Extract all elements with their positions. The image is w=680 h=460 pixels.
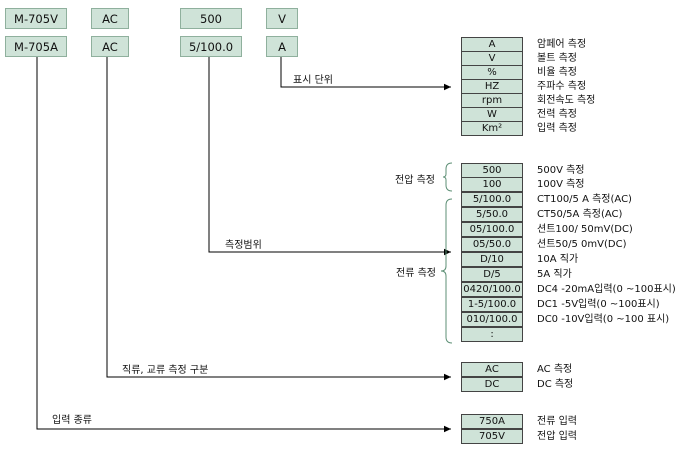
- range-desc: DC1 -5V입력(0 ~100표시): [537, 299, 660, 310]
- unit-cell: A: [461, 37, 523, 52]
- range-box-row2: 5/100.0: [180, 36, 242, 57]
- range-cell: 05/50.0: [461, 237, 523, 252]
- model-v-text: M-705V: [14, 11, 58, 26]
- arrow-input-type: [36, 57, 451, 433]
- unit-desc: 입력 측정: [537, 123, 577, 134]
- range-cell: 0420/100.0: [461, 282, 523, 297]
- acdc-cell: AC: [461, 362, 523, 377]
- label-input-type: 입력 종류: [52, 415, 92, 426]
- unit-box-row2: A: [266, 36, 298, 57]
- model-v-box: M-705V: [5, 8, 67, 29]
- arrow-dc-ac: [106, 57, 451, 381]
- unit-box-row1: V: [266, 8, 298, 29]
- unit-cell: HZ: [461, 79, 523, 94]
- range-cell: 500: [461, 163, 523, 178]
- range-cell: 5/50.0: [461, 207, 523, 222]
- label-current-group: 전류 측정: [396, 268, 436, 279]
- label-dc-ac: 직류, 교류 측정 구분: [122, 365, 209, 376]
- range-desc: 5A 직가: [537, 269, 572, 280]
- range-desc: DC4 -20mA입력(0 ~100표시): [537, 284, 676, 295]
- range-desc: 션트100/ 50mV(DC): [537, 224, 633, 235]
- label-voltage-group: 전압 측정: [395, 175, 435, 186]
- unit-text-row1: V: [278, 11, 286, 26]
- acdc-text-row2: AC: [102, 39, 118, 54]
- input-cell: 705V: [461, 429, 523, 444]
- unit-cell: %: [461, 65, 523, 80]
- input-desc: 전류 입력: [537, 416, 577, 427]
- acdc-desc: AC 측정: [537, 364, 573, 375]
- label-display-unit: 표시 단위: [293, 75, 333, 86]
- range-desc: CT50/5A 측정(AC): [537, 209, 623, 220]
- unit-cell: Km²: [461, 121, 523, 136]
- unit-cell: V: [461, 51, 523, 66]
- range-desc: DC0 -10V입력(0 ~100 표시): [537, 314, 670, 325]
- acdc-desc: DC 측정: [537, 379, 574, 390]
- range-box-row1: 500: [180, 8, 242, 29]
- range-desc: 500V 측정: [537, 165, 585, 176]
- range-cell: 05/100.0: [461, 222, 523, 237]
- arrow-display-unit: [280, 57, 451, 91]
- model-a-text: M-705A: [14, 39, 58, 54]
- unit-desc: 회전속도 측정: [537, 95, 596, 106]
- input-desc: 전압 입력: [537, 431, 577, 442]
- input-cell: 750A: [461, 414, 523, 429]
- unit-text-row2: A: [278, 39, 286, 54]
- acdc-text-row1: AC: [102, 11, 118, 26]
- range-desc: 션트50/5 0mV(DC): [537, 239, 627, 250]
- range-cell: 100: [461, 177, 523, 192]
- unit-desc: 볼트 측정: [537, 53, 577, 64]
- label-measure-range: 측정범위: [225, 240, 262, 251]
- range-text-row2: 5/100.0: [188, 39, 234, 54]
- unit-cell: rpm: [461, 93, 523, 108]
- unit-desc: 전력 측정: [537, 109, 577, 120]
- unit-desc: 비율 측정: [537, 67, 577, 78]
- unit-cell: W: [461, 107, 523, 122]
- model-a-box: M-705A: [5, 36, 67, 57]
- range-cell: 5/100.0: [461, 192, 523, 207]
- range-text-row1: 500: [200, 11, 222, 26]
- range-cell: D/5: [461, 267, 523, 282]
- range-cell: :: [461, 327, 523, 342]
- acdc-box-row1: AC: [91, 8, 129, 29]
- range-cell: 1-5/100.0: [461, 297, 523, 312]
- range-desc: CT100/5 A 측정(AC): [537, 194, 632, 205]
- range-desc: 100V 측정: [537, 179, 585, 190]
- unit-desc: 주파수 측정: [537, 81, 587, 92]
- range-cell: D/10: [461, 252, 523, 267]
- voltage-brace: [442, 162, 453, 192]
- unit-desc: 암페어 측정: [537, 39, 587, 50]
- range-desc: 10A 직가: [537, 254, 579, 265]
- acdc-cell: DC: [461, 377, 523, 392]
- arrow-measure-range: [208, 57, 451, 256]
- current-brace: [440, 198, 453, 344]
- range-cell: 010/100.0: [461, 312, 523, 327]
- acdc-box-row2: AC: [91, 36, 129, 57]
